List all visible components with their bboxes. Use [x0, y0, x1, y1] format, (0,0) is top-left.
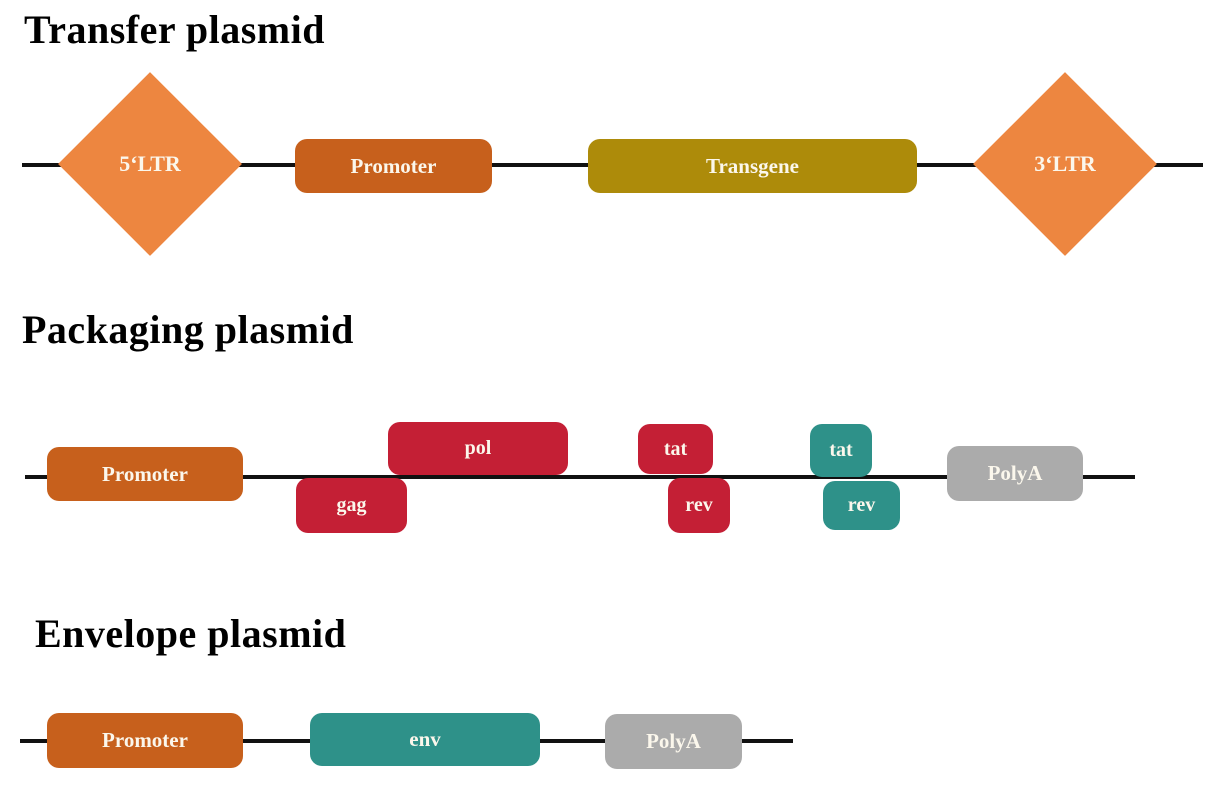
rev-label-1: rev: [685, 494, 713, 516]
transgene-box: Transgene: [588, 139, 917, 193]
packaging-polya-box: PolyA: [947, 446, 1083, 501]
ltr3-diamond: 3‘LTR: [973, 72, 1157, 256]
rev-label-2: rev: [847, 494, 876, 516]
packaging-backbone-line: [25, 475, 1135, 479]
tat-box-1: tat: [638, 424, 713, 474]
pol-label: pol: [464, 437, 492, 459]
envelope-promoter-label: Promoter: [102, 728, 188, 752]
transgene-label: Transgene: [706, 153, 799, 178]
envelope-promoter-box: Promoter: [47, 713, 243, 768]
gag-label: gag: [336, 494, 367, 516]
envelope-polya-label: PolyA: [646, 729, 701, 753]
gag-box: gag: [296, 478, 407, 533]
packaging-title: Packaging plasmid: [22, 307, 354, 352]
envelope-title: Envelope plasmid: [35, 611, 347, 656]
transfer-promoter-label: Promoter: [350, 153, 437, 178]
tat-box-2: tat: [810, 424, 872, 477]
envelope-polya-box: PolyA: [605, 714, 742, 769]
packaging-promoter-box: Promoter: [47, 447, 243, 501]
ltr5-label: 5‘LTR: [119, 151, 181, 176]
packaging-polya-label: PolyA: [987, 461, 1043, 485]
env-label: env: [409, 727, 441, 751]
ltr5-diamond: 5‘LTR: [58, 72, 242, 256]
tat-label-2: tat: [829, 439, 853, 461]
rev-box-2: rev: [823, 481, 900, 530]
packaging-promoter-label: Promoter: [102, 461, 188, 486]
rev-box-1: rev: [668, 478, 730, 533]
pol-box: pol: [388, 422, 568, 475]
env-box: env: [310, 713, 540, 766]
transfer-title: Transfer plasmid: [24, 7, 325, 52]
tat-label-1: tat: [663, 437, 688, 460]
ltr3-label: 3‘LTR: [1034, 151, 1096, 176]
transfer-promoter-box: Promoter: [295, 139, 492, 193]
